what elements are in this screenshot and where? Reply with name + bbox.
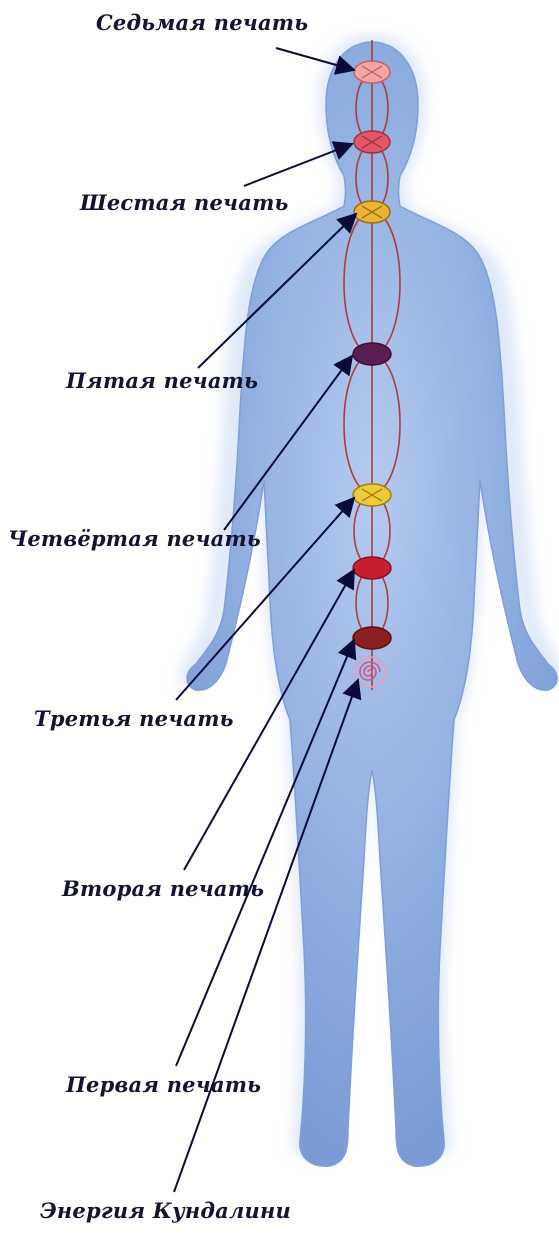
label-seal3: Третья печать (34, 706, 234, 731)
label-seal5: Пятая печать (66, 368, 258, 393)
seal-3 (353, 484, 391, 506)
label-seal1: Первая печать (66, 1072, 261, 1097)
label-seal6: Шестая печать (80, 190, 289, 215)
label-seal2: Вторая печать (62, 876, 264, 901)
seal-5 (354, 201, 390, 223)
label-seal7: Седьмая печать (96, 10, 308, 35)
seal-6 (354, 131, 390, 153)
label-seal4: Четвёртая печать (8, 526, 261, 551)
seal-4 (353, 343, 391, 365)
label-kundalini: Энергия Кундалини (40, 1198, 291, 1223)
seal-7 (354, 61, 390, 83)
seal-1 (353, 627, 391, 649)
seal-2 (353, 557, 391, 579)
